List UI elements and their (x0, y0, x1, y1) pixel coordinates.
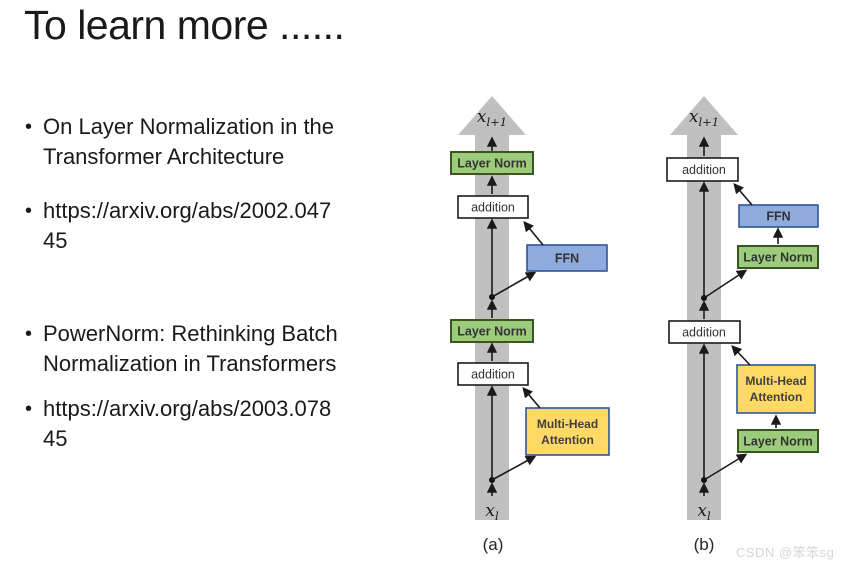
ffn-label: FFN (766, 210, 790, 224)
ffn-label: FFN (555, 252, 579, 266)
arrow-line (491, 271, 537, 298)
input-label: xl (697, 501, 711, 523)
layer-norm-block (450, 319, 534, 343)
diagram-a-post-ln: xl+1 Layer Norm addition FFN Layer Norm … (450, 96, 610, 554)
arrow-line (703, 269, 748, 299)
paper-title-line: On Layer Normalization in the (43, 114, 335, 139)
list-item: • https://arxiv.org/abs/2002.047 45 (25, 196, 425, 256)
layer-norm-label: Layer Norm (743, 435, 812, 449)
addition-label: addition (471, 201, 515, 215)
diagram-b-pre-ln: xl+1 addition FFN Layer Norm addition Mu… (666, 96, 819, 554)
layer-norm-block (450, 151, 534, 175)
layer-norm-label: Layer Norm (743, 251, 812, 265)
multi-head-attention-label: Attention (541, 433, 594, 447)
paper-title-line: Normalization in Transformers (43, 351, 337, 376)
list-item: • On Layer Normalization in the Transfor… (25, 112, 425, 172)
output-label: xl+1 (477, 107, 507, 129)
csdn-watermark: CSDN @笨笨sg (736, 545, 835, 560)
addition-block (457, 195, 529, 219)
slide-title: To learn more ...... (24, 2, 345, 48)
bullet-icon: • (25, 398, 33, 420)
paper-url-line: 45 (43, 228, 68, 253)
arrow-line (522, 387, 541, 409)
paper-title-line: PowerNorm: Rethinking Batch (43, 321, 338, 346)
paper-url-line: https://arxiv.org/abs/2003.078 (43, 396, 332, 421)
output-label: xl+1 (689, 107, 719, 129)
addition-block (457, 362, 529, 386)
multi-head-attention-label: Attention (750, 390, 803, 404)
reference-list: • On Layer Normalization in the Transfor… (25, 112, 425, 454)
multi-head-attention-label: Multi-Head (537, 417, 598, 431)
bullet-icon: • (25, 200, 33, 222)
diagram-a-caption: (a) (483, 535, 504, 554)
addition-label: addition (471, 368, 515, 382)
layer-norm-block (737, 245, 819, 269)
layer-norm-label: Layer Norm (457, 325, 526, 339)
arrow-line (731, 345, 751, 366)
paper-url-line: https://arxiv.org/abs/2002.047 (43, 198, 332, 223)
paper-url-line: 45 (43, 426, 68, 451)
layer-norm-block (737, 429, 819, 453)
multi-head-attention-block (525, 407, 610, 456)
arrow-line (733, 183, 753, 206)
arrow-line (491, 455, 537, 481)
multi-head-attention-label: Multi-Head (745, 374, 806, 388)
addition-label: addition (682, 163, 726, 177)
list-item: • PowerNorm: Rethinking Batch Normalizat… (25, 319, 425, 379)
ffn-block (526, 244, 608, 272)
diagram-b-caption: (b) (694, 535, 715, 554)
addition-label: addition (682, 326, 726, 340)
arrow-line (703, 453, 748, 481)
addition-block (666, 157, 739, 182)
ffn-block (738, 204, 819, 228)
list-item: • https://arxiv.org/abs/2003.078 45 (25, 394, 425, 454)
arrow-line (523, 220, 544, 246)
multi-head-attention-block (736, 364, 816, 414)
bullet-icon: • (25, 116, 33, 138)
bullet-icon: • (25, 323, 33, 345)
input-label: xl (485, 501, 499, 523)
layer-norm-label: Layer Norm (457, 157, 526, 171)
paper-title-line: Transformer Architecture (43, 144, 285, 169)
addition-block (668, 320, 741, 344)
transformer-architecture-figure: xl+1 Layer Norm addition FFN Layer Norm … (450, 96, 819, 554)
